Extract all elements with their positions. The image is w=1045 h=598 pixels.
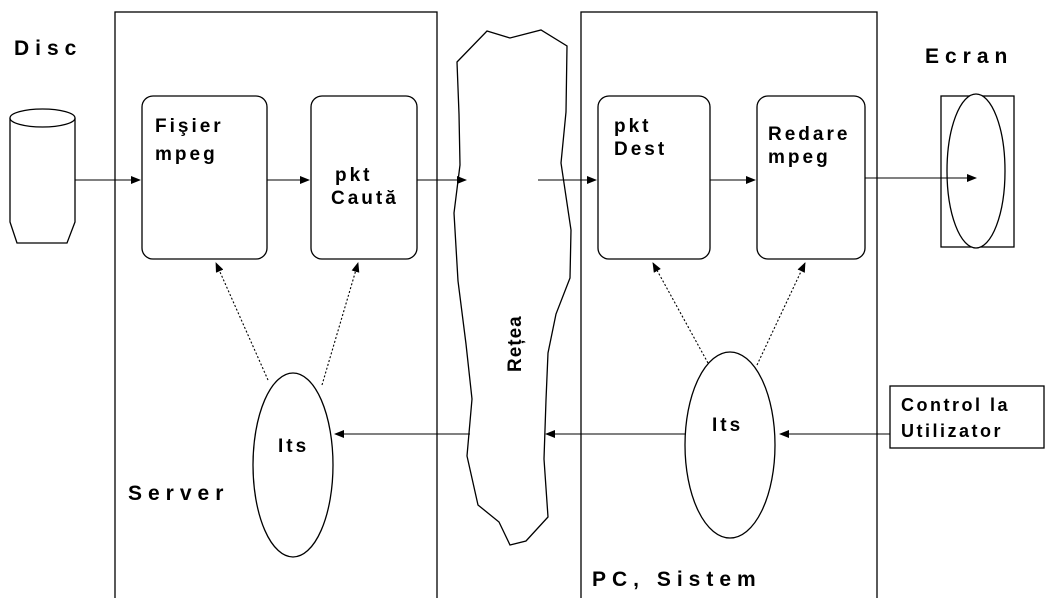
- redare-label-line1: Redare: [768, 124, 850, 145]
- pkt-cauta-label-line2: Caută: [331, 188, 399, 209]
- fisier-label-line2: mpeg: [155, 144, 218, 165]
- dotted-arrow-its-to-fisier: [215, 262, 269, 381]
- disc-label: Disc: [14, 37, 82, 60]
- network-shape: [453, 29, 572, 546]
- pkt-dest-box: [597, 95, 711, 260]
- pc-sistem-label: PC, Sistem: [592, 568, 762, 591]
- pc-system-panel: [580, 11, 878, 598]
- screen-icon: [940, 93, 1015, 249]
- redare-label-line2: mpeg: [768, 147, 831, 168]
- server-label: Server: [128, 482, 229, 505]
- control-label-line1: Control la: [901, 395, 1010, 415]
- pkt-cauta-label-line1: pkt: [335, 165, 373, 186]
- pkt-dest-label-line1: pkt: [614, 116, 652, 137]
- server-panel: [114, 11, 438, 598]
- its-server-ellipse: [252, 372, 334, 558]
- retea-label: Rețea: [505, 315, 526, 372]
- dotted-arrow-its-to-redare: [756, 262, 806, 366]
- pkt-dest-label-line2: Dest: [614, 139, 667, 160]
- dotted-arrow-its-to-dest: [652, 262, 709, 364]
- fisier-label-line1: Fişier: [155, 116, 224, 137]
- ecran-label: Ecran: [925, 45, 1013, 68]
- control-label-line2: Utilizator: [901, 421, 1003, 441]
- its-server-label: Its: [278, 436, 309, 457]
- redare-mpeg-box: [756, 95, 866, 260]
- its-pc-label: Its: [712, 415, 743, 436]
- disc-icon: [9, 108, 76, 244]
- dotted-arrow-its-to-cauta: [321, 262, 360, 386]
- fisier-mpeg-box: [141, 95, 268, 260]
- control-utilizator-box: [889, 385, 1045, 449]
- its-pc-ellipse: [684, 351, 776, 539]
- pkt-cauta-box: [310, 95, 418, 260]
